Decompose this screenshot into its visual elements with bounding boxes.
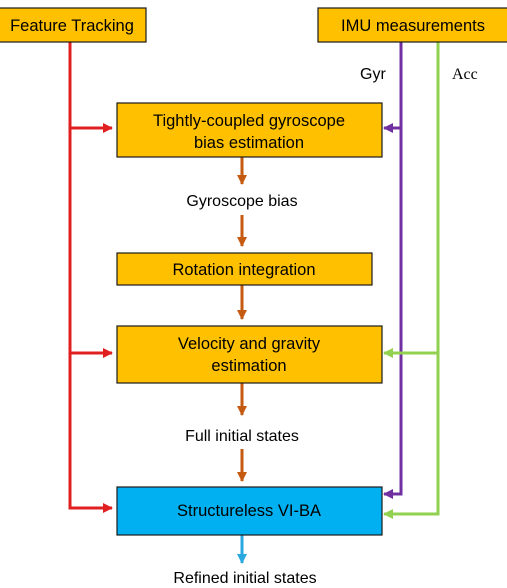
rotation-integration-box: Rotation integration	[116, 252, 373, 286]
full-initial-states-label: Full initial states	[185, 428, 299, 445]
velocity-gravity-box: Velocity and gravity estimation	[116, 325, 383, 384]
gyr-main-line	[383, 42, 403, 499]
structureless-vi-ba-box: Structureless VI-BA	[116, 486, 383, 536]
imu-measurements-box: IMU measurements	[317, 7, 507, 43]
gyro-bias-estimation-line2: bias estimation	[194, 134, 304, 152]
velocity-gravity-box-bg	[116, 325, 383, 384]
gyr-connectors	[383, 42, 403, 499]
velocity-gravity-line1: Velocity and gravity	[178, 335, 321, 353]
rotation-integration-label: Rotation integration	[172, 261, 315, 279]
acc-connectors	[383, 42, 440, 519]
acc-main-line	[383, 42, 440, 519]
acc-label: Acc	[452, 66, 478, 83]
feature-main-line	[68, 42, 113, 513]
gyr-label: Gyr	[360, 66, 386, 83]
imu-measurements-label: IMU measurements	[341, 17, 485, 35]
feature-tracking-connectors	[68, 42, 113, 513]
imu-measurements-box-bg	[317, 7, 507, 43]
velocity-gravity-line2: estimation	[211, 357, 286, 375]
gyro-bias-estimation-box: Tightly-coupled gyroscope bias estimatio…	[116, 102, 383, 158]
structureless-vi-ba-box-bg	[116, 486, 383, 536]
gyro-bias-estimation-box-bg	[116, 102, 383, 158]
feature-tracking-label: Feature Tracking	[10, 17, 134, 35]
feature-tracking-box-bg	[0, 7, 147, 43]
gyroscope-bias-label: Gyroscope bias	[186, 193, 297, 210]
structureless-vi-ba-label: Structureless VI-BA	[177, 502, 321, 520]
rotation-integration-box-bg	[116, 252, 373, 286]
feature-tracking-box: Feature Tracking	[0, 7, 147, 43]
gyro-bias-estimation-line1: Tightly-coupled gyroscope	[153, 112, 345, 130]
refined-initial-states-label: Refined initial states	[173, 570, 316, 587]
